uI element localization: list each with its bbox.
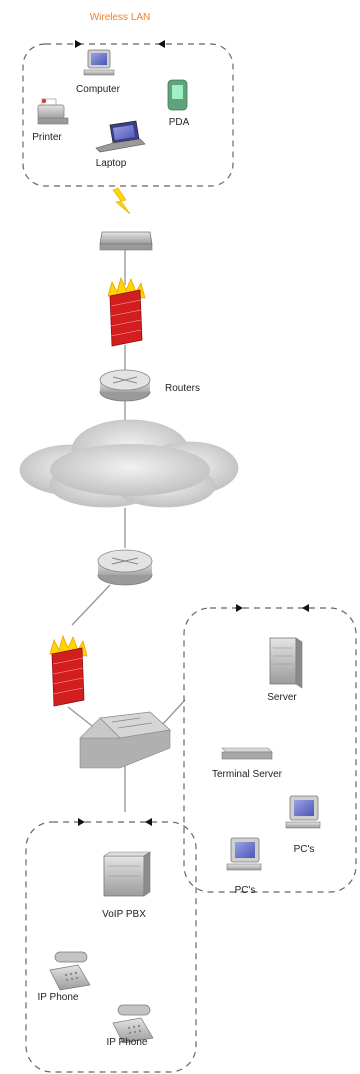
computer-label: Computer	[76, 84, 121, 95]
firewall-icon	[49, 634, 88, 707]
firewall-icon	[107, 276, 146, 347]
laptop-label: Laptop	[96, 158, 127, 169]
router-icon	[99, 369, 151, 402]
cloud-icon	[19, 419, 239, 508]
server-zone	[183, 607, 357, 893]
voip-pbx-label: VoIP PBX	[102, 909, 146, 920]
terminal-server-label: Terminal Server	[212, 769, 283, 780]
ip-phone-icon	[49, 951, 91, 991]
pda-label: PDA	[169, 117, 190, 128]
server-icon	[269, 637, 303, 689]
wireless-bolt-icon	[112, 187, 131, 215]
computer-icon	[83, 49, 115, 76]
ip-phone-label-1: IP Phone	[38, 992, 79, 1003]
terminal-server-icon	[221, 747, 273, 760]
pcs-label-2: PC's	[235, 885, 256, 896]
pc-icon	[285, 795, 321, 829]
laptop-icon	[95, 120, 146, 153]
printer-icon	[37, 98, 69, 125]
voip-pbx-icon	[103, 851, 151, 897]
router-icon	[97, 549, 153, 586]
ip-phone-label-2: IP Phone	[107, 1037, 148, 1048]
pcs-label-1: PC's	[294, 844, 315, 855]
wireless-lan-arrows	[75, 40, 165, 48]
pc-icon	[226, 837, 262, 871]
server-zone-arrows	[236, 604, 309, 612]
printer-label: Printer	[32, 132, 62, 143]
wireless-lan-title: Wireless LAN	[90, 12, 151, 23]
switch-icon	[79, 711, 171, 769]
wireless-lan-zone	[22, 43, 234, 187]
server-label: Server	[267, 692, 297, 703]
ip-phone-icon	[112, 1004, 154, 1044]
pda-icon	[167, 79, 188, 111]
voip-zone	[25, 821, 197, 1073]
routers-label: Routers	[165, 383, 200, 394]
access-point-icon	[99, 231, 153, 251]
voip-zone-arrows	[78, 818, 152, 826]
